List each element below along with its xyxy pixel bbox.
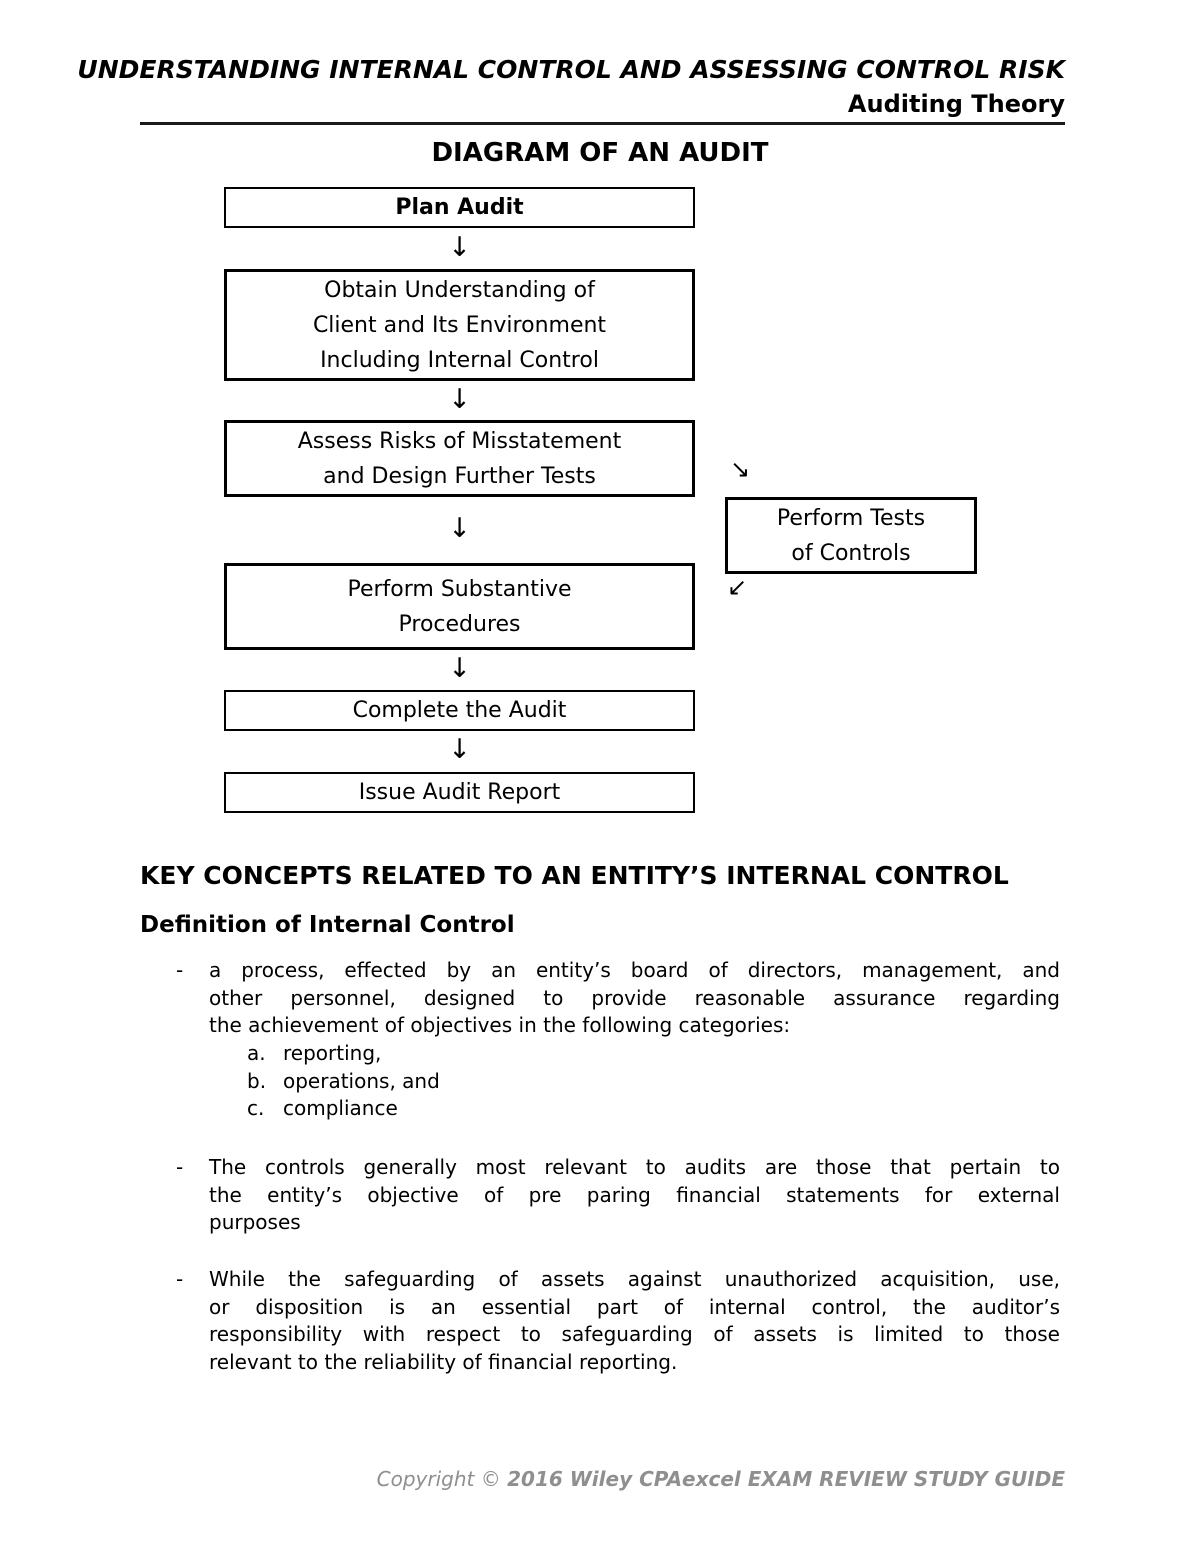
paragraph-line: other personnel, designed to provide rea… <box>209 985 1060 1010</box>
southeast-arrow-icon: ↘ <box>730 455 751 483</box>
copyright-text: 2016 Wiley CPAexcel EXAM REVIEW STUDY GU… <box>507 1467 1065 1491</box>
paragraph-line: a process, effected by an entity’s board… <box>209 958 1060 982</box>
section-heading: KEY CONCEPTS RELATED TO AN ENTITY’S INTE… <box>140 861 1009 890</box>
flow-box-plan-audit: Plan Audit <box>224 187 695 228</box>
list-item-text: reporting, <box>283 1041 382 1065</box>
flow-box-line: Assess Risks of Misstatement <box>297 428 622 454</box>
flow-box-line: Obtain Understanding of <box>324 277 595 303</box>
flow-box-label: Complete the Audit <box>352 698 567 723</box>
southwest-arrow-icon: ↙ <box>727 573 748 601</box>
paragraph-line: relevant to the reliability of financial… <box>209 1349 678 1374</box>
flow-box-issue-report: Issue Audit Report <box>224 772 695 813</box>
down-arrow-icon: ↓ <box>448 653 471 684</box>
list-item-text: operations, and <box>283 1068 440 1093</box>
flow-box-line: Perform Substantive <box>347 576 572 602</box>
list-item-label: b. <box>247 1068 267 1093</box>
category-list: a. reporting, b. operations, and c. complia… <box>247 1040 440 1123</box>
list-item-text: compliance <box>283 1096 398 1120</box>
subsection-heading: Definition of Internal Control <box>140 912 515 938</box>
list-item-label: a. <box>247 1041 266 1065</box>
bullet-paragraph: The controls generally most relevant to … <box>209 1154 1060 1237</box>
list-item: a. reporting, <box>247 1040 440 1068</box>
bullet-paragraph: a process, effected by an entity’s board… <box>209 957 1060 1040</box>
paragraph-line: responsibility with respect to safeguard… <box>209 1322 1060 1346</box>
flow-box-obtain-understanding: Obtain Understanding of Client and Its E… <box>224 269 695 381</box>
list-item: c. compliance <box>247 1095 440 1123</box>
bullet-dash: - <box>176 958 184 982</box>
flow-box-line: Perform Tests <box>776 505 926 531</box>
copyright-footer: Copyright © 2016 Wiley CPAexcel EXAM REV… <box>377 1467 1065 1491</box>
flow-box-tests-of-controls: Perform Tests of Controls <box>725 497 977 574</box>
flow-box-substantive-procedures: Perform Substantive Procedures <box>224 563 695 650</box>
down-arrow-icon: ↓ <box>448 734 471 765</box>
list-item: b. operations, and <box>247 1068 440 1096</box>
list-item-label: c. <box>247 1096 265 1120</box>
bullet-dash: - <box>176 1267 184 1291</box>
paragraph-line: purposes <box>209 1210 301 1234</box>
flow-box-line: Client and Its Environment <box>312 312 607 338</box>
document-subtitle: Auditing Theory <box>847 90 1065 118</box>
paragraph-line: the achievement of objectives in the fol… <box>209 1013 791 1037</box>
paragraph-line: or disposition is an essential part of i… <box>209 1294 1060 1319</box>
bullet-paragraph: While the safeguarding of assets against… <box>209 1266 1060 1376</box>
flow-box-line: Including Internal Control <box>320 347 599 373</box>
flow-box-complete-audit: Complete the Audit <box>224 690 695 731</box>
flow-box-assess-risks: Assess Risks of Misstatement and Design … <box>224 420 695 497</box>
down-arrow-icon: ↓ <box>448 232 471 263</box>
flow-box-line: and Design Further Tests <box>323 463 596 489</box>
copyright-prefix: Copyright © <box>376 1467 508 1491</box>
bullet-dash: - <box>176 1155 184 1179</box>
flow-box-label: Issue Audit Report <box>358 780 561 805</box>
paragraph-line: the entity’s objective of pre paring fin… <box>209 1182 1060 1207</box>
header-divider <box>140 122 1065 125</box>
document-title: UNDERSTANDING INTERNAL CONTROL AND ASSES… <box>77 55 1065 84</box>
flow-box-label: Plan Audit <box>395 195 524 220</box>
down-arrow-icon: ↓ <box>448 384 471 415</box>
flow-box-line: Procedures <box>398 611 521 637</box>
down-arrow-icon: ↓ <box>448 513 471 544</box>
paragraph-line: While the safeguarding of assets against… <box>209 1267 1060 1291</box>
diagram-title: DIAGRAM OF AN AUDIT <box>431 138 769 168</box>
paragraph-line: The controls generally most relevant to … <box>209 1155 1060 1179</box>
flow-box-line: of Controls <box>791 540 911 566</box>
